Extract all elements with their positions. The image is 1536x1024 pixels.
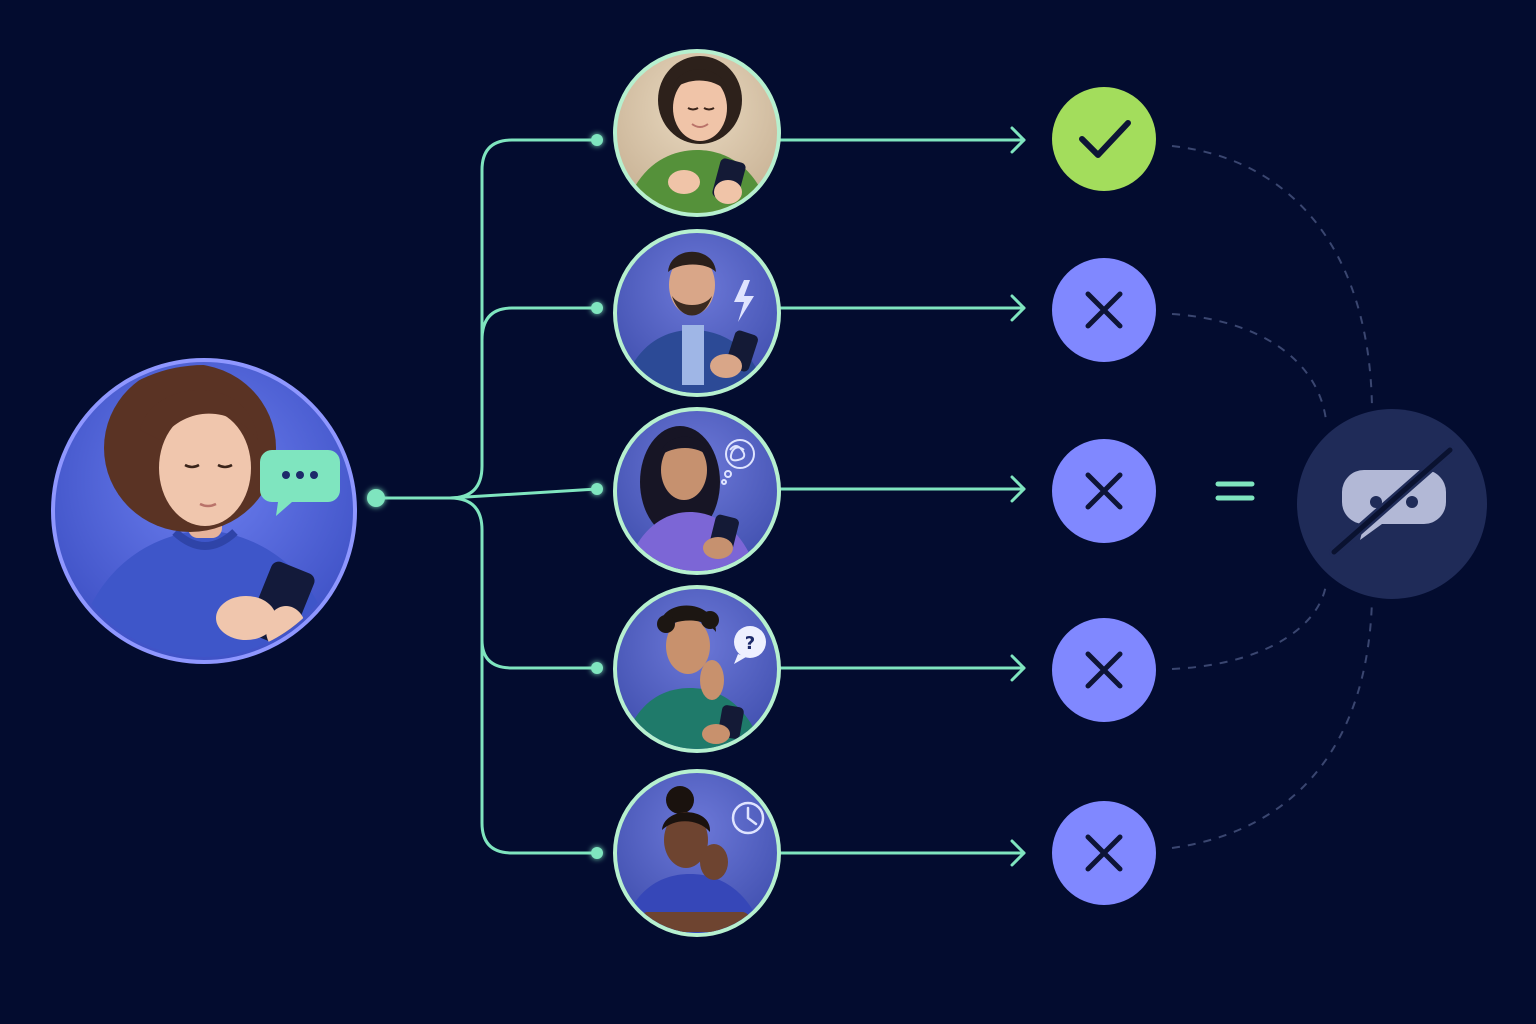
outcome-5-failure: [1052, 801, 1156, 905]
dashed-connectors: [1171, 145, 1373, 849]
lightning-icon: [734, 280, 754, 322]
recipient-3-avatar: [613, 407, 781, 575]
outcome-arrows: [776, 126, 1026, 867]
checkmark-icon: [1079, 120, 1131, 158]
branch-1: [449, 138, 597, 500]
trunk-dot: [367, 489, 385, 507]
outcome-4-failure: [1052, 618, 1156, 722]
branch-4: [449, 496, 597, 670]
dashed-connector-1: [1171, 145, 1373, 409]
branch-dot-2: [591, 302, 603, 314]
question-bubble-icon: ?: [734, 626, 766, 664]
arrow-2: [776, 294, 1026, 322]
branch-dot-3: [591, 483, 603, 495]
branch-2: [480, 306, 597, 341]
arrow-1: [776, 126, 1026, 154]
tangled-thought-icon: [721, 439, 755, 485]
x-mark-icon: [1085, 834, 1123, 872]
sender-avatar: [51, 358, 357, 664]
outcome-1-success: [1052, 87, 1156, 191]
dashed-connector-5: [1171, 599, 1373, 849]
dashed-connector-4: [1171, 584, 1327, 670]
branch-dot-5: [591, 847, 603, 859]
recipient-4-avatar: [613, 585, 781, 753]
dashed-connector-2: [1171, 313, 1327, 421]
arrow-3: [776, 475, 1026, 503]
branch-5: [480, 640, 597, 855]
outcome-2-failure: [1052, 258, 1156, 362]
branch-3: [449, 487, 598, 500]
arrow-4: [776, 654, 1026, 682]
svg-text:?: ?: [745, 633, 755, 654]
branch-dot-1: [591, 134, 603, 146]
x-mark-icon: [1085, 291, 1123, 329]
branch-connectors: [376, 138, 598, 855]
x-mark-icon: [1085, 472, 1123, 510]
recipient-2-avatar: [613, 229, 781, 397]
chat-bubble-ellipsis-icon: [260, 450, 340, 516]
chat-bubble-crossed-out-icon: [1329, 445, 1455, 557]
clock-icon: [731, 801, 765, 835]
recipient-5-avatar: [613, 769, 781, 937]
result-no-communication: [1297, 409, 1487, 599]
recipient-1-avatar: [613, 49, 781, 217]
equals-icon: [1215, 481, 1255, 501]
connector-dots: [367, 134, 603, 859]
x-mark-icon: [1085, 651, 1123, 689]
arrow-5: [776, 839, 1026, 867]
outcome-3-failure: [1052, 439, 1156, 543]
branch-dot-4: [591, 662, 603, 674]
